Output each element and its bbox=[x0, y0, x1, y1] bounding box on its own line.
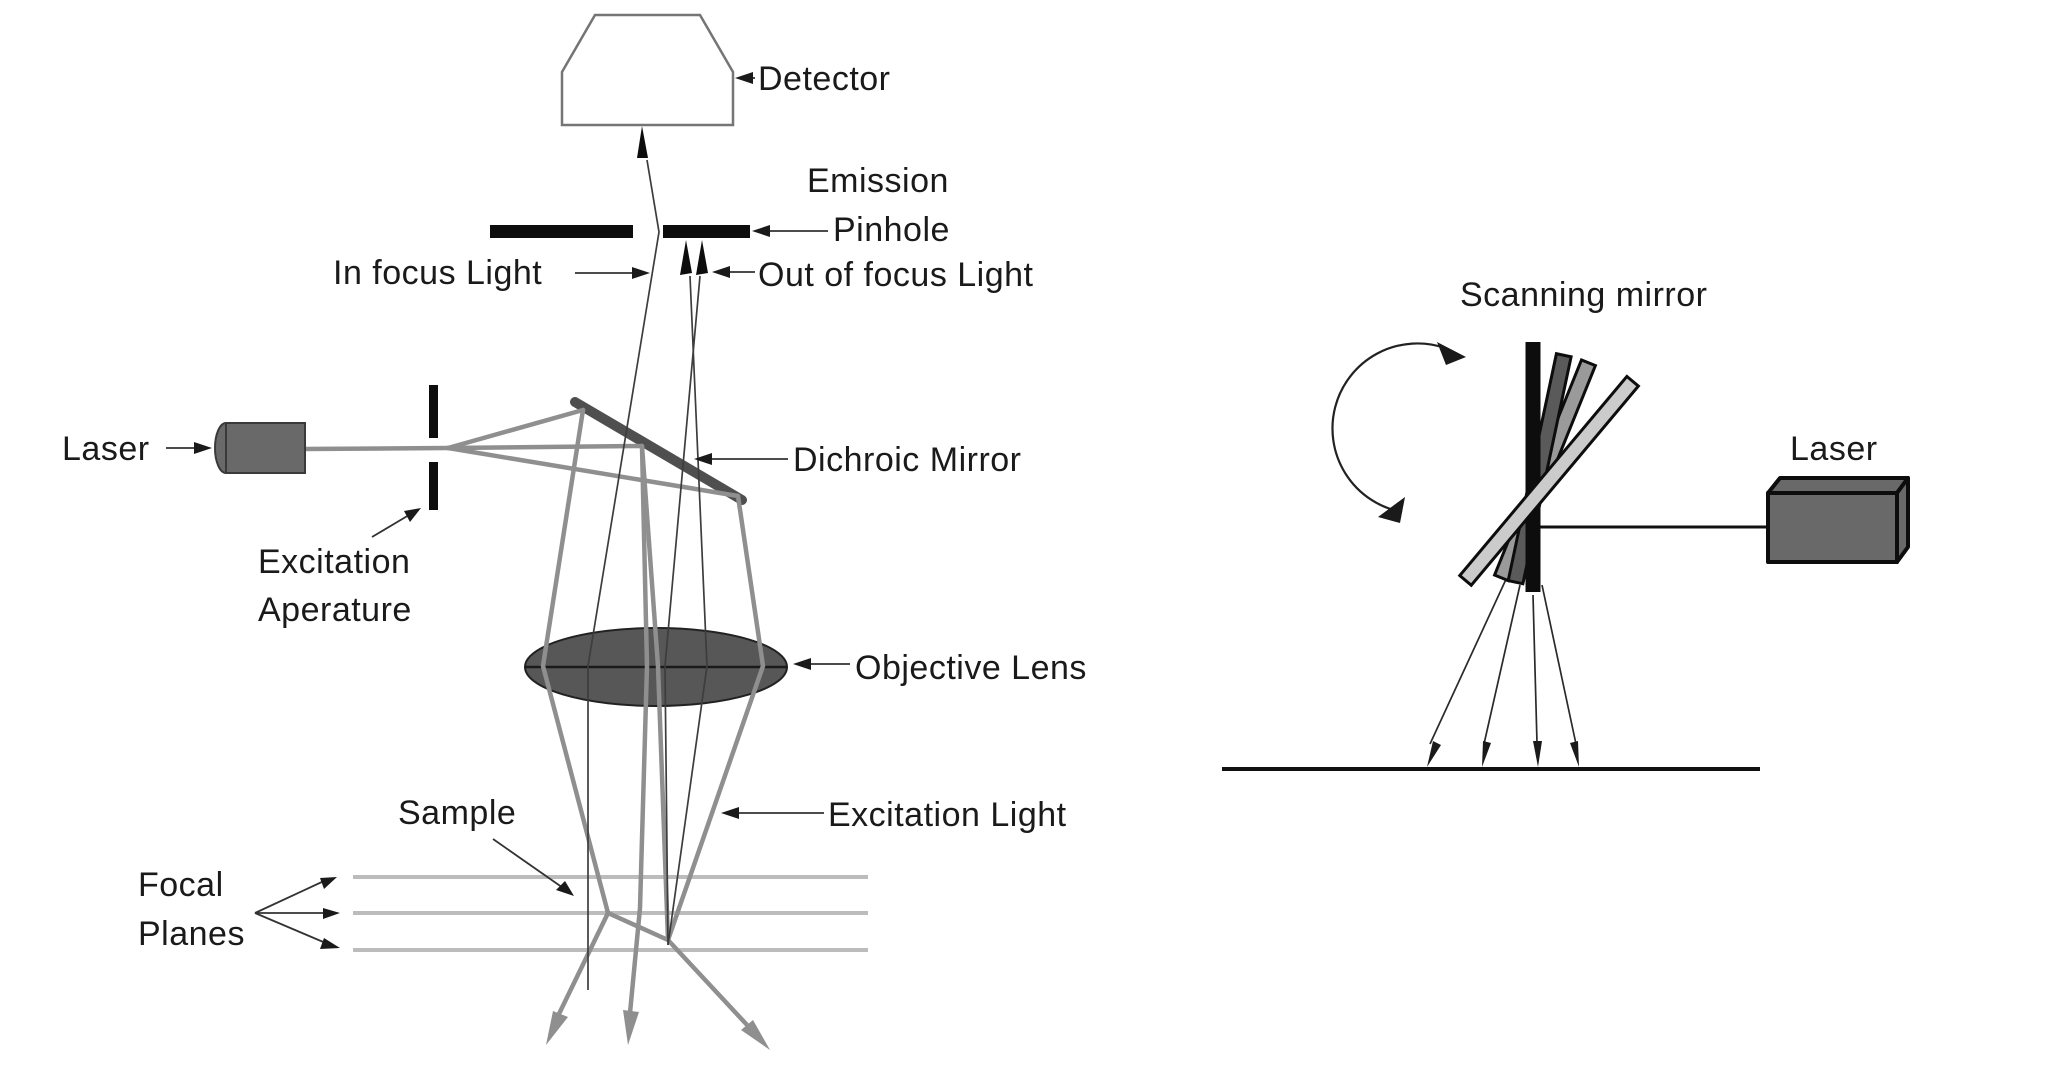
scanning-mirror-label: Scanning mirror bbox=[1460, 276, 1707, 314]
scan-fan-head-3 bbox=[1533, 741, 1542, 767]
excitation-light-callout-head bbox=[721, 807, 739, 819]
ray-reflected-left bbox=[540, 407, 611, 1021]
scan-fan-line-1 bbox=[1429, 574, 1509, 745]
excitation-aperture-label-line2: Aperature bbox=[258, 591, 412, 629]
ray-in-focus bbox=[587, 159, 660, 990]
rotation-arc bbox=[1331, 342, 1466, 523]
rotation-arc-path bbox=[1331, 342, 1446, 514]
ray-out-of-focus-a bbox=[667, 275, 708, 946]
exit-arrow-left bbox=[546, 1011, 568, 1045]
scan-fan bbox=[1427, 574, 1579, 767]
in-focus-callout-head bbox=[632, 267, 650, 279]
ray-reflected-right bbox=[665, 493, 766, 1029]
aperture-callout-head bbox=[404, 508, 421, 522]
pinhole-left-plate bbox=[490, 225, 633, 238]
out-of-focus-callout-head bbox=[712, 266, 730, 278]
laser-cylinder-body bbox=[225, 422, 306, 474]
out-of-focus-label: Out of focus Light bbox=[758, 256, 1034, 294]
rotation-arc-head-top bbox=[1437, 342, 1466, 365]
mirror-position-current bbox=[1525, 342, 1541, 592]
pinhole-right-plate bbox=[663, 225, 750, 238]
focal-fan-line-top bbox=[254, 880, 325, 914]
detector-label: Detector bbox=[758, 60, 891, 98]
detector-ray-arrowhead bbox=[637, 126, 648, 158]
focal-fan-line-bottom bbox=[254, 912, 329, 945]
scan-fan-head-4 bbox=[1570, 741, 1579, 767]
scan-fan-head-1 bbox=[1427, 741, 1441, 767]
laser-label-left: Laser bbox=[62, 430, 150, 468]
dichroic-mirror-bar bbox=[570, 397, 747, 505]
pinhole-plates bbox=[490, 225, 750, 238]
exit-arrow-middle bbox=[623, 1010, 639, 1045]
scan-fan-line-3 bbox=[1532, 594, 1538, 744]
excitation-aperture-label-line1: Excitation bbox=[258, 543, 410, 581]
emission-label-line2: Pinhole bbox=[833, 211, 950, 249]
detector-shape bbox=[560, 13, 735, 127]
scan-fan-line-2 bbox=[1483, 584, 1521, 745]
in-focus-label: In focus Light bbox=[333, 254, 542, 292]
laser-callout-head bbox=[194, 442, 212, 454]
confocal-labels: Detector Emission Pinhole In focus Light… bbox=[62, 60, 1087, 953]
sample-callout-line bbox=[492, 838, 567, 891]
excitation-rays bbox=[300, 407, 766, 1029]
ray-fan-middle bbox=[445, 443, 645, 451]
laser-box-front-face bbox=[1766, 491, 1899, 564]
ray-fan-upper bbox=[445, 407, 586, 451]
focal-fan-head-middle bbox=[323, 908, 340, 919]
aperture-callout-line bbox=[371, 514, 410, 538]
scan-fan-head-2 bbox=[1482, 741, 1491, 767]
aperture-bottom-bar bbox=[429, 462, 438, 510]
callout-arrows bbox=[166, 72, 850, 949]
focal-fan-head-top bbox=[320, 877, 337, 889]
detector-callout-head bbox=[735, 72, 753, 84]
dichroic-callout-head bbox=[694, 453, 712, 465]
emission-arrowheads bbox=[637, 126, 708, 275]
aperture-top-bar bbox=[429, 385, 438, 438]
scanner-labels: Scanning mirror Laser bbox=[1460, 276, 1878, 468]
ray-laser-beam bbox=[300, 445, 451, 452]
ray-out-of-focus-b bbox=[664, 275, 701, 946]
ray-focus-connector bbox=[605, 910, 671, 943]
sample-label: Sample bbox=[398, 794, 516, 832]
ray-reflected-center-b bbox=[639, 443, 671, 943]
ray-reflected-center bbox=[627, 443, 650, 1016]
mirror-position-light bbox=[1457, 374, 1641, 588]
excitation-light-label: Excitation Light bbox=[828, 796, 1067, 834]
scan-fan-line-4 bbox=[1541, 584, 1577, 745]
laser-source bbox=[214, 422, 306, 474]
objective-callout-head bbox=[793, 658, 811, 670]
dichroic-label: Dichroic Mirror bbox=[793, 441, 1022, 479]
exit-arrow-right bbox=[741, 1020, 770, 1050]
focal-planes-label-line1: Focal bbox=[138, 866, 224, 904]
sample-callout-head bbox=[556, 881, 574, 896]
objective-label: Objective Lens bbox=[855, 649, 1087, 687]
laser-label-right: Laser bbox=[1790, 430, 1878, 468]
focal-fan-head-bottom bbox=[320, 938, 340, 949]
pinhole-callout-head bbox=[752, 225, 770, 237]
exit-arrowheads bbox=[546, 1010, 770, 1050]
scanner-laser-box bbox=[1766, 476, 1910, 564]
out-of-focus-arrowhead-b bbox=[696, 240, 708, 275]
out-of-focus-arrowhead-a bbox=[680, 240, 692, 275]
focal-planes-label-line2: Planes bbox=[138, 915, 245, 953]
laser-box-top-face bbox=[1766, 476, 1910, 495]
emission-rays bbox=[587, 159, 708, 990]
scanning-mirror-bars bbox=[1457, 342, 1641, 592]
excitation-aperture bbox=[429, 385, 438, 510]
emission-label-line1: Emission bbox=[807, 162, 949, 200]
rotation-arc-head-bottom bbox=[1378, 497, 1405, 523]
ray-fan-lower bbox=[445, 445, 741, 499]
